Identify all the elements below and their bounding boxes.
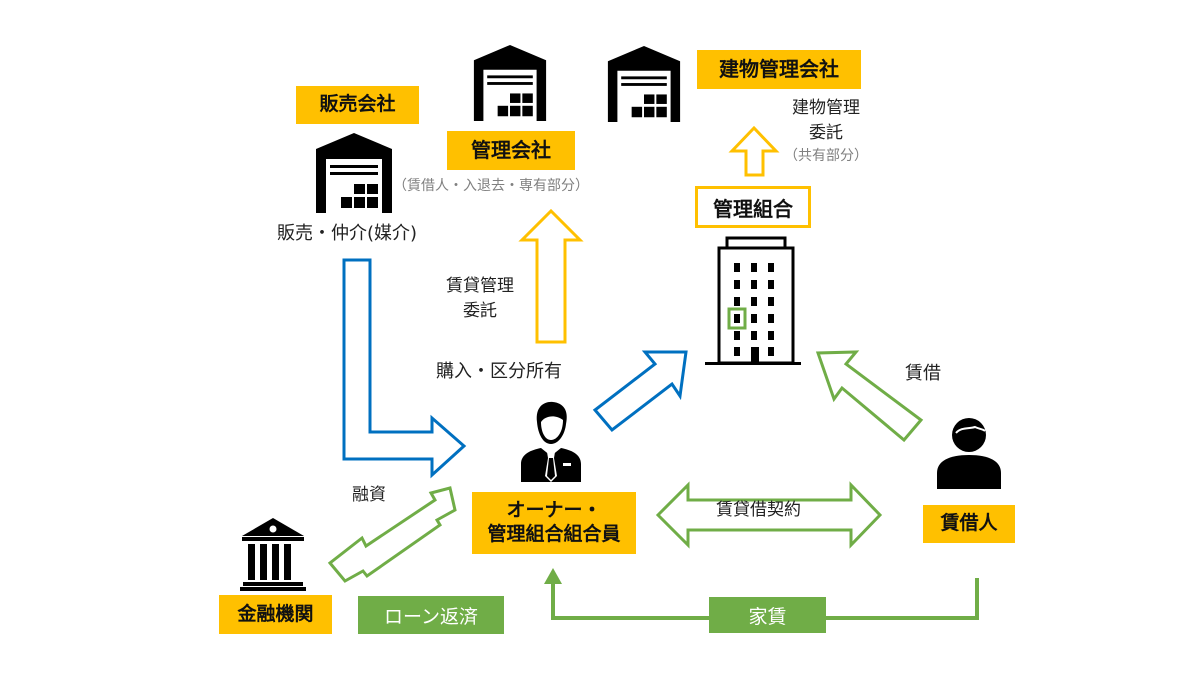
owner-label-line1: オーナー・	[506, 499, 602, 522]
building-icon	[705, 236, 801, 365]
sales-to-owner-arrow	[342, 258, 467, 479]
management-association-label: 管理組合	[695, 186, 811, 228]
management-company-label: 管理会社	[447, 131, 575, 170]
businessman-icon	[521, 401, 581, 482]
building-management-arrow	[728, 125, 780, 177]
rent-label: 家賃	[709, 597, 826, 633]
warehouse-icon	[473, 45, 547, 121]
purchase-arrow	[592, 350, 688, 433]
owned-unit-highlight	[727, 307, 747, 330]
management-company-note: （賃借人・入退去・専有部分）	[393, 178, 589, 194]
financial-institution-label: 金融機関	[219, 595, 332, 634]
warehouse-icon	[607, 46, 681, 122]
sales-company-label: 販売会社	[296, 86, 419, 124]
owner-label-line2: 管理組合組合員	[487, 523, 621, 545]
financing-arrow	[327, 486, 457, 583]
lease-contract-label: 賃貸借契約	[716, 500, 801, 520]
sales-caption: 販売・仲介(媒介)	[277, 223, 418, 244]
rent-flow-arrowhead	[544, 568, 562, 584]
building-management-company-label: 建物管理会社	[697, 50, 861, 89]
building-management-line2: 委託	[809, 123, 843, 143]
lease-arrow	[815, 350, 924, 443]
financing-label: 融資	[352, 485, 386, 505]
rental-management-line2: 委託	[463, 301, 497, 321]
loan-repayment-label: ローン返済	[358, 596, 504, 634]
purchase-label: 購入・区分所有	[436, 361, 562, 382]
building-management-note: （共有部分）	[784, 148, 868, 164]
lease-label: 賃借	[905, 363, 941, 384]
building-management-line1: 建物管理	[792, 98, 860, 118]
person-icon	[937, 418, 1001, 489]
tenant-label: 賃借人	[923, 505, 1015, 543]
rental-management-line1: 賃貸管理	[446, 276, 514, 296]
building-management-relation: 建物管理 委託 （共有部分）	[776, 96, 876, 166]
owner-label: オーナー・ 管理組合組合員	[472, 492, 636, 554]
lease-contract-arrow	[655, 481, 883, 549]
warehouse-icon	[316, 133, 392, 213]
rental-management-label: 賃貸管理 委託	[436, 274, 524, 324]
bank-icon	[240, 518, 306, 591]
rental-management-arrow	[518, 208, 584, 344]
